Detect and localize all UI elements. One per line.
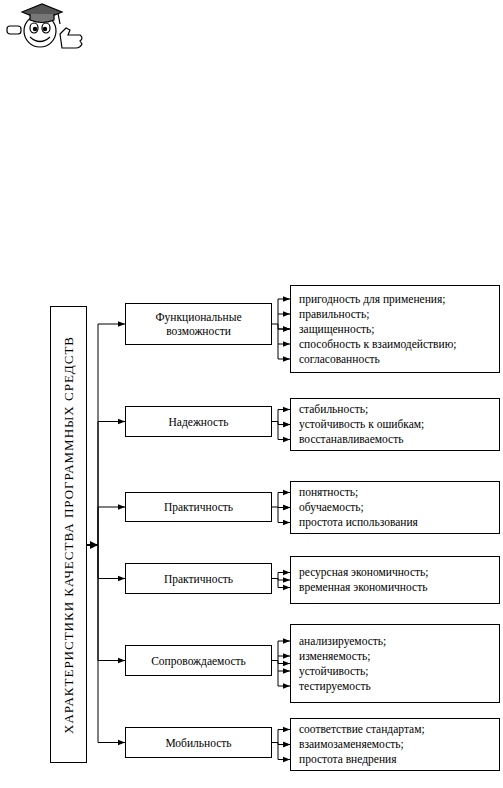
item-text: понятность;: [299, 485, 491, 500]
connector-arrow: [272, 579, 290, 581]
item-text: пригодность для применения;: [299, 292, 491, 307]
fan-arrow: [278, 729, 290, 730]
box-label: ХАРАКТЕРИСТИКИ КАЧЕСТВА ПРОГРАММНЫХ СРЕД…: [61, 336, 77, 734]
category-box: Сопровождаемость: [125, 645, 272, 676]
connector-arrow: [87, 545, 125, 579]
smiley-face: [24, 15, 56, 47]
fork-bracket: [278, 410, 279, 440]
item-text: взаимозаменяемость;: [299, 737, 491, 752]
smiley-pupil: [43, 27, 46, 30]
fan-arrow: [278, 492, 290, 493]
fan-arrow: [278, 314, 290, 315]
item-text: временная экономичность: [299, 580, 491, 595]
item-text: правильность;: [299, 307, 491, 322]
category-box: Мобильность: [125, 727, 272, 758]
fork-bracket: [278, 493, 279, 523]
detail-box: соответствие стандартам;взаимозаменяемос…: [290, 718, 500, 771]
fan-arrow: [278, 671, 290, 672]
smiley-icon: [7, 4, 82, 48]
detail-box: ресурсная экономичность;временная эконом…: [290, 556, 500, 604]
category-box: Практичность: [125, 563, 272, 594]
category-box: Практичность: [125, 492, 272, 522]
detail-box: анализируемость;изменяемость;устойчивост…: [290, 624, 500, 703]
fan-arrow: [278, 409, 290, 410]
fork-bracket: [278, 299, 279, 359]
smiley-glasses-arm: [7, 26, 21, 34]
root-box: ХАРАКТЕРИСТИКИ КАЧЕСТВА ПРОГРАММНЫХ СРЕД…: [50, 306, 87, 763]
item-text: обучаемость;: [299, 500, 491, 515]
fork-bracket: [278, 730, 279, 760]
item-text: защищенность;: [299, 322, 491, 337]
item-text: ресурсная экономичность;: [299, 565, 491, 580]
connector-arrow: [87, 545, 125, 661]
fan-arrow: [278, 507, 290, 508]
item-text: восстанавливаемость: [299, 432, 491, 447]
item-text: простота использования: [299, 515, 491, 530]
fan-arrow: [278, 572, 290, 573]
item-text: устойчивость к ошибкам;: [299, 417, 491, 432]
fan-arrow: [278, 329, 290, 330]
box-label: Практичность: [164, 572, 233, 586]
smiley-mouth: [30, 37, 50, 42]
connector-arrow: [87, 422, 125, 546]
cap-tassel: [58, 13, 60, 24]
smiley-eye: [42, 23, 50, 33]
box-label: Практичность: [164, 500, 233, 514]
fan-arrow: [278, 299, 290, 300]
fan-arrow: [278, 344, 290, 345]
category-box: Надежность: [125, 406, 272, 437]
connector-arrow: [272, 661, 290, 664]
fan-arrow: [278, 686, 290, 687]
smiley-eye: [30, 23, 38, 33]
category-box: Функциональные возможности: [125, 303, 272, 345]
fan-arrow: [278, 424, 290, 425]
connector-arrow: [87, 545, 125, 743]
connector-arrow: [87, 324, 125, 545]
fork-bracket: [278, 641, 279, 686]
fan-arrow: [278, 744, 290, 745]
item-text: согласованность: [299, 352, 491, 367]
connector-arrow: [272, 507, 290, 509]
connector-arrow: [272, 422, 290, 425]
box-label: Надежность: [169, 415, 229, 429]
detail-box: стабильность;устойчивость к ошибкам;восс…: [290, 398, 500, 451]
fan-arrow: [278, 759, 290, 760]
item-text: устойчивость;: [299, 664, 491, 679]
item-text: изменяемость;: [299, 649, 491, 664]
smiley-pupil: [33, 27, 36, 30]
item-text: тестируемость: [299, 679, 491, 694]
connector-arrow: [272, 324, 290, 329]
box-label: Сопровождаемость: [151, 654, 246, 668]
connector-arrow: [87, 507, 125, 545]
junction-arrow: [90, 541, 98, 549]
graduation-cap: [22, 4, 62, 20]
box-label: Мобильность: [165, 736, 231, 750]
fan-arrow: [278, 439, 290, 440]
fan-arrow: [278, 641, 290, 642]
connector-arrow: [272, 743, 290, 745]
item-text: простота внедрения: [299, 752, 491, 767]
fan-arrow: [278, 359, 290, 360]
item-text: соответствие стандартам;: [299, 722, 491, 737]
fork-bracket: [278, 573, 279, 588]
fan-arrow: [278, 522, 290, 523]
thumbs-up-hand: [60, 28, 82, 48]
detail-box: понятность;обучаемость;простота использо…: [290, 481, 500, 534]
item-text: способность к взаимодействию;: [299, 337, 491, 352]
fan-arrow: [278, 587, 290, 588]
item-text: анализируемость;: [299, 634, 491, 649]
box-label: Функциональные возможности: [144, 310, 253, 338]
cap-base: [30, 14, 54, 23]
detail-box: пригодность для применения;правильность;…: [290, 285, 500, 373]
item-text: стабильность;: [299, 402, 491, 417]
fan-arrow: [278, 656, 290, 657]
